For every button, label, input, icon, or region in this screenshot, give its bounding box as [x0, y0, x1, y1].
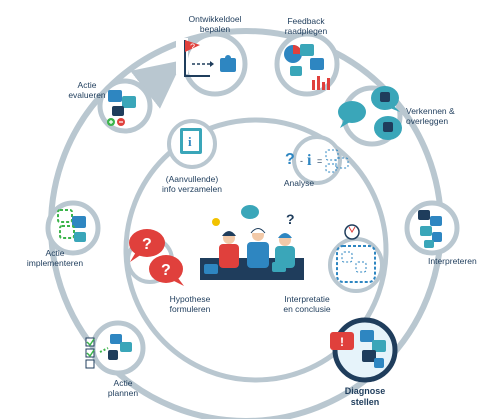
inner-node-analyse: ? - i = [285, 135, 349, 185]
bar-chart-icon [312, 76, 330, 90]
node-evalueren [97, 78, 153, 134]
question-bubble-icon [129, 229, 165, 257]
svg-text:!: ! [340, 335, 344, 349]
inner-cycle-ring [123, 117, 389, 383]
node-plannen [85, 320, 146, 376]
lightbulb-icon [212, 218, 220, 226]
svg-text:i: i [188, 134, 192, 149]
inner-node-interpretatie [328, 224, 384, 293]
team-thinking-illustration: ? [200, 205, 304, 280]
checklist-icon [85, 337, 95, 369]
svg-text:i: i [307, 152, 312, 169]
outer-cycle-arrow [130, 60, 183, 109]
label-interpreteren: Interpreteren [428, 256, 477, 266]
warning-sign-icon [330, 332, 354, 350]
node-interpreteren [404, 200, 460, 256]
node-verkennen [338, 85, 403, 147]
label-info-verzamelen: (Aanvullende)info verzamelen [161, 174, 222, 194]
node-implementeren [45, 200, 101, 256]
node-diagnose: ! [330, 317, 398, 383]
svg-text:=: = [317, 156, 322, 166]
node-feedback [274, 31, 340, 97]
svg-text:?: ? [190, 42, 195, 52]
inner-node-info: i [167, 119, 217, 169]
label-analyse: Analyse [283, 178, 315, 188]
inner-node-hypothese: ? ? [126, 229, 184, 286]
svg-text:?: ? [286, 211, 295, 227]
node-ontwikkeldoel: ? [176, 31, 248, 97]
svg-text:?: ? [161, 262, 171, 279]
speech-bubble-icon [338, 101, 366, 123]
svg-text:?: ? [285, 151, 295, 168]
svg-text:?: ? [142, 236, 152, 253]
label-verkennen: Verkennen &overleggen [406, 106, 455, 126]
svg-text:-: - [300, 156, 303, 166]
